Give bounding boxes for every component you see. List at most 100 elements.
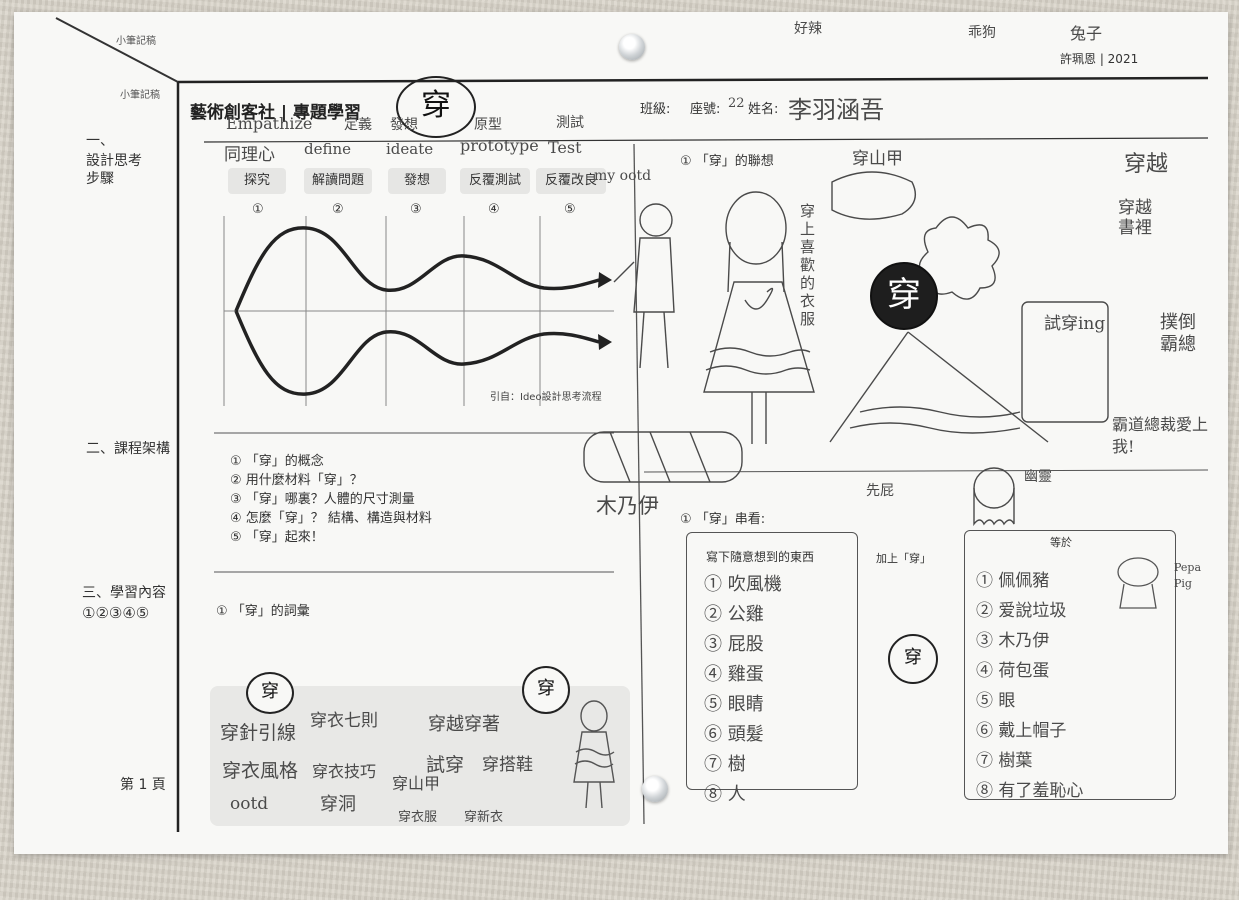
name-label: 姓名: xyxy=(748,102,779,117)
result-item-6: ⑥ 戴上帽子 xyxy=(976,721,1067,741)
page-number: 第 1 頁 xyxy=(120,777,166,793)
peppa-note: Pepa Pig xyxy=(1174,561,1202,590)
vocab-word-9: 穿洞 xyxy=(320,794,356,815)
result-list: ① 佩佩豬 ② 爱說垃圾 ③ 木乃伊 ④ 荷包蛋 ⑤ 眼 ⑥ 戴上帽子 ⑦ 樹葉… xyxy=(976,566,1083,806)
step-english-4: prototype xyxy=(460,136,539,155)
step-cn-4: 原型 xyxy=(474,117,502,133)
association-center-badge: 穿 xyxy=(870,262,938,330)
class-label: 班級: xyxy=(640,102,671,117)
vocab-word-3: 穿越穿著 xyxy=(428,714,500,735)
section1-title-1: 設計思考 xyxy=(86,153,142,169)
author-year: 許珮恩 | 2021 xyxy=(1060,52,1139,66)
random-item-8: ⑧ 人 xyxy=(704,784,746,805)
step-cn-5: 測試 xyxy=(556,115,584,131)
curriculum-item-2: ② 用什麼材料「穿」？ xyxy=(230,473,363,488)
vocab-word-5: 穿衣技巧 xyxy=(312,762,377,781)
step-label-3: 發想 xyxy=(388,168,446,194)
random-item-5: ⑤ 眼睛 xyxy=(704,694,764,715)
vocabulary-heading: ① 「穿」的詞彙 xyxy=(216,604,310,619)
corner-note-1: 小筆記稿 xyxy=(116,36,156,47)
vocab-word-2: 穿衣七則 xyxy=(310,711,378,731)
result-item-1: ① 佩佩豬 xyxy=(976,571,1050,591)
curriculum-list: ① 「穿」的概念 ② 用什麼材料「穿」？ ③ 「穿」哪裏？人體的尺寸測量 ④ 怎… xyxy=(230,450,432,545)
corner-note-2: 小筆記稿 xyxy=(120,90,160,101)
curriculum-item-3: ③ 「穿」哪裏？人體的尺寸測量 xyxy=(230,492,415,507)
random-things-box xyxy=(686,532,858,790)
step-english-3: ideate xyxy=(386,140,434,158)
curriculum-item-4: ④ 怎麼「穿」？ 結構、構造與材料 xyxy=(230,511,432,526)
result-item-3: ③ 木乃伊 xyxy=(976,631,1050,651)
step-cn-2: 定義 xyxy=(344,117,372,133)
note-dog: 乖狗 xyxy=(968,25,996,41)
step-english-1: Empathize xyxy=(226,114,313,133)
association-sketches xyxy=(583,171,1109,527)
vocab-word-6: 試穿 xyxy=(426,754,465,776)
vocab-word-12: 穿新衣 xyxy=(464,810,504,825)
section3-title: 三、學習內容 xyxy=(82,585,166,601)
note-my-ootd: my ootd xyxy=(594,168,652,184)
step-number-3: ③ xyxy=(410,202,422,217)
name-value: 李羽涵吾 xyxy=(788,96,884,124)
thumbtack-bottom xyxy=(642,776,668,802)
diagram-citation: 引自：Ideo設計思考流程 xyxy=(490,392,602,403)
note-fart: 先屁 xyxy=(866,483,894,499)
random-things-list: ① 吹風機 ② 公雞 ③ 屁股 ④ 雞蛋 ⑤ 眼睛 ⑥ 頭髮 ⑦ 樹 ⑧ 人 xyxy=(704,570,782,810)
note-spicy: 好辣 xyxy=(794,21,822,37)
step-label-4: 反覆測試 xyxy=(460,168,530,194)
note-ghost: 幽靈 xyxy=(1024,469,1052,485)
title-badge: 穿 xyxy=(396,76,476,138)
combine-heading: ① 「穿」串看: xyxy=(680,512,766,527)
curriculum-item-1: ① 「穿」的概念 xyxy=(230,454,324,469)
note-wear-favorite: 穿上喜歡的衣服 xyxy=(800,202,816,328)
vocabulary-badge-left: 穿 xyxy=(246,672,294,714)
result-title: 等於 xyxy=(1050,536,1072,549)
result-box xyxy=(964,530,1176,800)
note-domineering-ceo: 霸道總裁愛上我! xyxy=(1112,415,1209,456)
random-things-title: 寫下隨意想到的東西 xyxy=(706,550,815,564)
step-cn-3: 發想 xyxy=(390,117,418,133)
worksheet-paper: 小筆記稿 小筆記稿 藝術創客社 | 專題學習 穿 班級: 座號: 22 姓名: … xyxy=(14,12,1228,854)
step-number-2: ② xyxy=(332,202,344,217)
seat-label: 座號: xyxy=(690,102,721,117)
note-ceo: 撲倒霸總 xyxy=(1160,312,1196,355)
step-number-5: ⑤ xyxy=(564,202,576,217)
seat-value: 22 xyxy=(728,96,745,111)
step-cn-1: 同理心 xyxy=(224,145,275,165)
combine-middle-badge: 穿 xyxy=(888,634,938,684)
result-item-5: ⑤ 眼 xyxy=(976,691,1016,711)
step-label-1: 探究 xyxy=(228,168,286,194)
random-item-2: ② 公雞 xyxy=(704,604,764,625)
worksheet-title: 藝術創客社 | 專題學習 xyxy=(190,103,362,123)
section2-label: 二、課程架構 xyxy=(86,441,170,457)
result-item-8: ⑧ 有了羞恥心 xyxy=(976,781,1084,801)
vocab-word-8: ootd xyxy=(230,794,269,814)
random-item-1: ① 吹風機 xyxy=(704,574,782,595)
result-item-4: ④ 荷包蛋 xyxy=(976,661,1050,681)
thumbtack-top xyxy=(619,34,645,60)
step-number-1: ① xyxy=(252,202,264,217)
vocab-word-10: 穿山甲 xyxy=(392,774,441,793)
worksheet-frame-lines xyxy=(55,17,1209,832)
section1-num: 一、 xyxy=(86,133,114,149)
vocab-girl-sketch xyxy=(573,700,615,809)
section3-nums: ①②③④⑤ xyxy=(82,604,150,622)
random-item-7: ⑦ 樹 xyxy=(704,754,746,775)
curriculum-item-5: ⑤ 「穿」起來！ xyxy=(230,530,324,545)
result-item-2: ② 爱說垃圾 xyxy=(976,601,1067,621)
result-item-7: ⑦ 樹葉 xyxy=(976,751,1033,771)
section1-title-2: 步驟 xyxy=(86,171,114,187)
association-heading: ① 「穿」的聯想 xyxy=(680,154,774,169)
vocabulary-badge-right: 穿 xyxy=(522,666,570,714)
add-wear-label: 加上「穿」 xyxy=(876,552,931,565)
vocab-word-4: 穿衣風格 xyxy=(222,760,299,782)
note-pangolin: 穿山甲 xyxy=(852,149,903,169)
vocab-word-1: 穿針引線 xyxy=(220,722,297,744)
step-label-5: 反覆改良 xyxy=(536,168,606,194)
random-item-4: ④ 雞蛋 xyxy=(704,664,764,685)
step-label-2: 解讀問題 xyxy=(304,168,372,194)
note-time-travel: 穿越 xyxy=(1124,152,1169,177)
step-number-4: ④ xyxy=(488,202,500,217)
vocab-word-11: 穿衣服 xyxy=(398,810,438,825)
design-thinking-diagram xyxy=(223,216,614,406)
random-item-6: ⑥ 頭髮 xyxy=(704,724,764,745)
